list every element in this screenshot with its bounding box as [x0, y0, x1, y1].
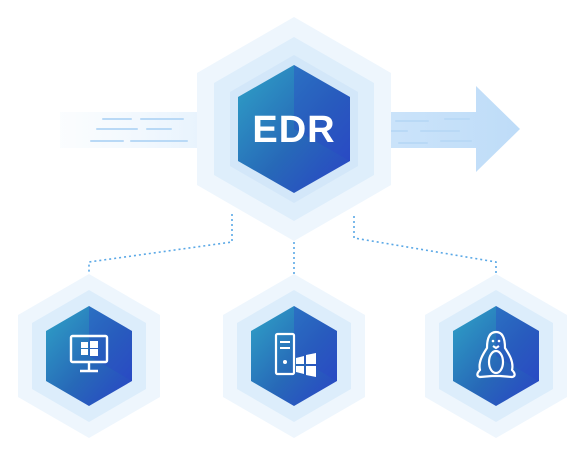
edr-label: EDR — [252, 109, 335, 151]
node-windows-server[interactable] — [223, 274, 365, 438]
windows-server-icon — [274, 332, 316, 377]
node-windows-desktop[interactable] — [18, 274, 160, 438]
windows-monitor-icon — [69, 334, 109, 373]
linux-penguin-icon — [476, 330, 516, 379]
edr-cube — [238, 65, 350, 193]
edr-node[interactable]: EDR — [197, 17, 391, 241]
node-linux[interactable] — [425, 274, 567, 438]
